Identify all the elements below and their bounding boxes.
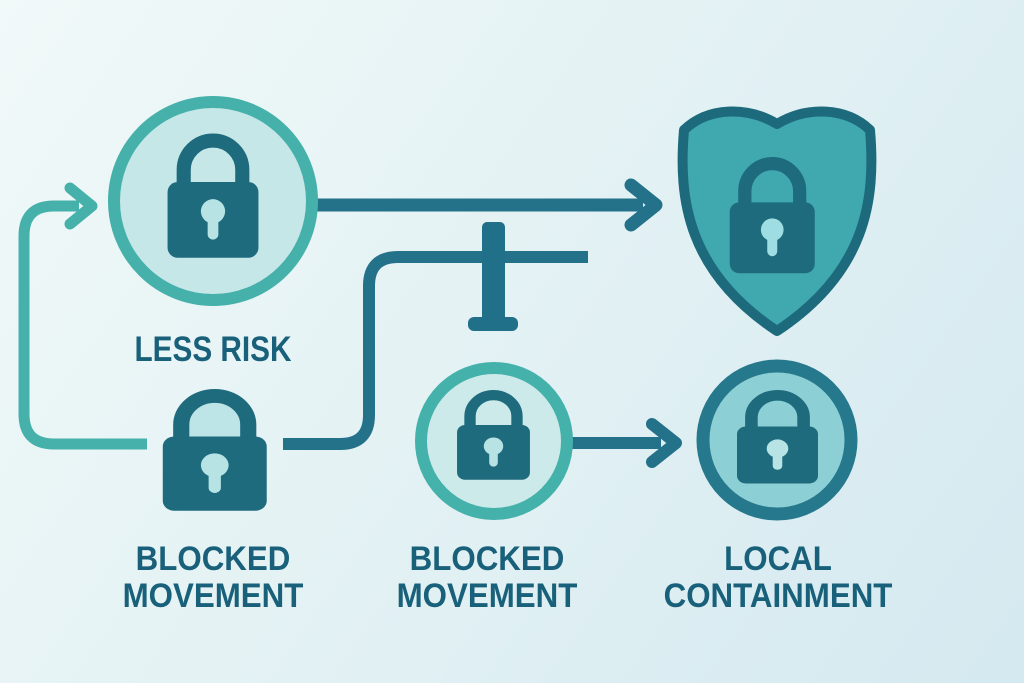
local-containment-line2: CONTAINMENT bbox=[663, 577, 893, 615]
loop-arrow-line bbox=[18, 200, 147, 450]
blocked-movement-left-line1: BLOCKED bbox=[135, 540, 291, 578]
local-containment-node bbox=[696, 359, 858, 521]
blocked-movement-left-label: BLOCKED MOVEMENT bbox=[75, 541, 351, 615]
blocked-movement-left-line2: MOVEMENT bbox=[122, 577, 304, 615]
blocked-movement-center-label: BLOCKED MOVEMENT bbox=[349, 541, 625, 615]
less-risk-node bbox=[108, 96, 318, 306]
less-risk-label-text: LESS RISK bbox=[134, 330, 292, 369]
main-arrowhead-icon bbox=[624, 178, 663, 232]
blocked-movement-left-node bbox=[163, 396, 267, 511]
blocked-movement-center-line2: MOVEMENT bbox=[396, 577, 578, 615]
less-risk-label: LESS RISK bbox=[77, 331, 349, 368]
center-arrowhead-icon bbox=[646, 418, 682, 468]
main-arrow bbox=[305, 178, 663, 232]
shield-node bbox=[677, 106, 877, 336]
lock-shackle-fill bbox=[189, 402, 241, 442]
local-containment-line1: LOCAL bbox=[724, 540, 832, 578]
curved-loop-arrow bbox=[18, 182, 147, 450]
loop-arrowhead-icon bbox=[64, 182, 98, 230]
barrier-icon bbox=[468, 222, 518, 331]
blocked-movement-center-line1: BLOCKED bbox=[409, 540, 565, 578]
blocked-movement-center-node bbox=[415, 362, 573, 520]
center-arrow bbox=[560, 418, 682, 468]
blocked-path-line bbox=[283, 251, 588, 450]
local-containment-label: LOCAL CONTAINMENT bbox=[631, 541, 925, 615]
